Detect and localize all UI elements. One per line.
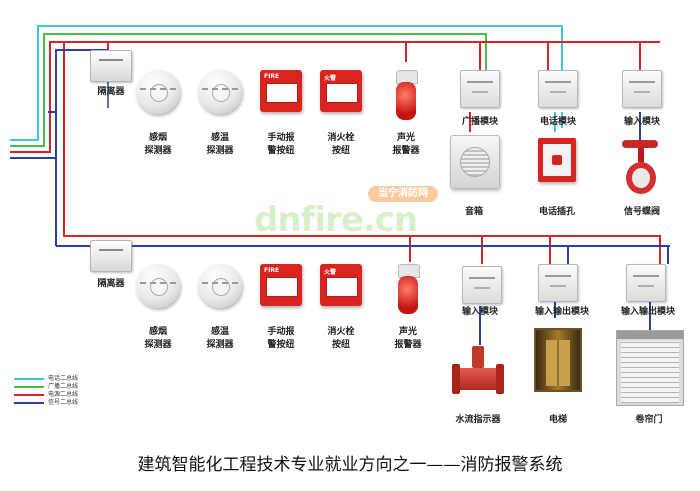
speaker-device bbox=[450, 135, 500, 189]
watermark-text: dnfire.cn bbox=[254, 200, 418, 240]
io-module-2-row2 bbox=[626, 264, 666, 302]
strobe-label-row1: 声光报警器 bbox=[392, 133, 420, 156]
legend-item-broadcast-bus: 广播二总线 bbox=[14, 383, 104, 391]
elevator-device bbox=[534, 328, 582, 392]
isolator-label-row2: 隔离器 bbox=[97, 279, 125, 289]
phone-jack-label: 电话插孔 bbox=[538, 207, 575, 217]
broadcast-module-row1 bbox=[460, 70, 500, 108]
smoke-detector-row2 bbox=[136, 264, 180, 308]
hydrant-button-row2: 火警 bbox=[320, 264, 362, 306]
smoke-detector-row1 bbox=[136, 70, 180, 114]
manual-alarm-button-row2: FIRE bbox=[260, 264, 302, 306]
legend: 电话二总线 广播二总线 电源二总线 信号二总线 bbox=[14, 375, 104, 407]
hydrant-label-row2: 消火栓按纽 bbox=[327, 327, 355, 350]
heat-detector-label-row1: 感温探测器 bbox=[206, 133, 234, 156]
manual-alarm-button-row1: FIRE bbox=[260, 70, 302, 112]
io-module-1-row2 bbox=[538, 264, 578, 302]
strobe-label-row2: 声光报警器 bbox=[394, 327, 422, 350]
heat-detector-row2 bbox=[198, 264, 242, 308]
input-module-label-row1: 输入模块 bbox=[623, 117, 660, 127]
heat-detector-label-row2: 感温探测器 bbox=[206, 327, 234, 350]
isolator-device-row1 bbox=[90, 50, 132, 82]
water-flow-indicator bbox=[452, 346, 504, 406]
watermark-badge: 当宁消防网 bbox=[368, 186, 438, 202]
elevator-label: 电梯 bbox=[548, 415, 567, 425]
strobe-alarm-row2 bbox=[396, 264, 420, 316]
io-module-1-label-row2: 输入输出模块 bbox=[534, 307, 589, 317]
legend-item-power-bus: 电源二总线 bbox=[14, 391, 104, 399]
smoke-detector-label-row2: 感烟探测器 bbox=[144, 327, 172, 350]
strobe-alarm-row1 bbox=[394, 70, 418, 122]
green-bus-line bbox=[10, 33, 487, 147]
phone-module-label-row1: 电话模块 bbox=[539, 117, 576, 127]
speaker-label: 音箱 bbox=[464, 207, 483, 217]
legend-item-phone-bus: 电话二总线 bbox=[14, 375, 104, 383]
manual-alarm-label-row2: 手动报警按纽 bbox=[267, 327, 295, 350]
smoke-detector-label-row1: 感烟探测器 bbox=[144, 133, 172, 156]
input-module-row1 bbox=[622, 70, 662, 108]
isolator-label-row1: 隔离器 bbox=[97, 87, 125, 97]
heat-detector-row1 bbox=[198, 70, 242, 114]
phone-jack-device bbox=[538, 138, 576, 182]
hydrant-button-row1: 火警 bbox=[320, 70, 362, 112]
manual-alarm-label-row1: 手动报警按纽 bbox=[267, 133, 295, 156]
flow-indicator-label: 水流指示器 bbox=[455, 415, 501, 425]
caption: 建筑智能化工程技术专业就业方向之一——消防报警系统 bbox=[137, 455, 563, 475]
legend-item-signal-bus: 信号二总线 bbox=[14, 399, 104, 407]
signal-butterfly-valve bbox=[618, 140, 664, 196]
red-row2-rail bbox=[63, 42, 661, 266]
shutter-label: 卷帘门 bbox=[635, 415, 663, 425]
phone-module-row1 bbox=[538, 70, 578, 108]
hydrant-label-row1: 消火栓按纽 bbox=[327, 133, 355, 156]
input-module-row2 bbox=[462, 266, 502, 304]
io-module-2-label-row2: 输入输出模块 bbox=[620, 307, 675, 317]
isolator-device-row2 bbox=[90, 240, 132, 272]
broadcast-module-label-row1: 广播模块 bbox=[461, 117, 498, 127]
input-module-label-row2: 输入模块 bbox=[461, 307, 498, 317]
red-bus-line bbox=[10, 41, 109, 153]
valve-label: 信号蝶阀 bbox=[623, 207, 660, 217]
cyan-bus-line bbox=[10, 25, 563, 141]
rolling-shutter-device bbox=[616, 330, 684, 406]
